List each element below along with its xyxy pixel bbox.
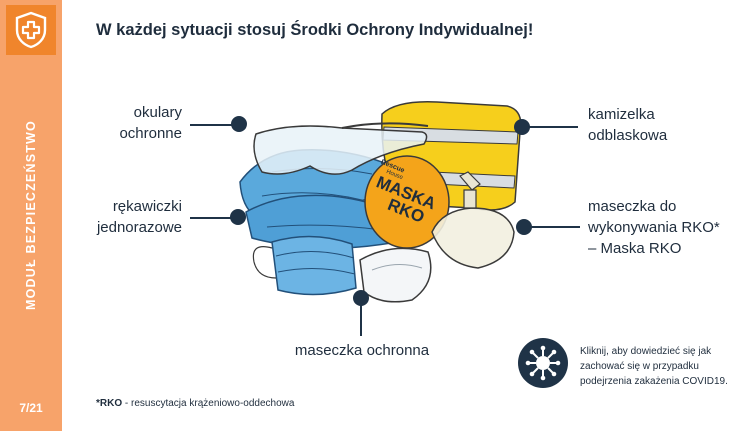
gloves-label-line1: rękawiczki — [112, 198, 182, 215]
vest-label: kamizelka odblaskowa — [588, 104, 667, 146]
vest-label-line2: odblaskowa — [588, 127, 668, 144]
cpr-label-line2: wykonywania RKO* — [588, 219, 720, 236]
gloves-label-line2: jednorazowe — [96, 219, 182, 236]
vest-connector-line — [522, 126, 578, 128]
glasses-label-line2: ochronne — [119, 125, 182, 142]
footnote: *RKO - resuscytacja krążeniowo-oddechowa — [96, 398, 294, 409]
cpr-connector-line — [524, 226, 580, 228]
glasses-label-line1: okulary — [133, 104, 182, 121]
page-number: 7/21 — [19, 401, 43, 415]
cpr-mask-illustration — [431, 171, 515, 269]
covid-info-link[interactable]: Kliknij, aby dowiedzieć się jak zachować… — [580, 346, 728, 387]
sidebar: MODUŁ BEZPIECZEŃSTWO 7/21 — [0, 0, 62, 431]
gloves-connector-line — [190, 217, 238, 219]
glasses-connector-line — [190, 124, 240, 126]
module-label: MODUŁ BEZPIECZEŃSTWO — [24, 120, 38, 310]
footnote-definition: - resuscytacja krążeniowo-oddechowa — [122, 398, 295, 409]
glasses-label: okulary ochronne — [90, 102, 182, 144]
cpr-case-illustration: MASKA RKO Rescue House — [364, 155, 450, 249]
footnote-term: *RKO — [96, 398, 123, 409]
mask-hotspot[interactable] — [353, 290, 369, 306]
gloves-hotspot[interactable] — [230, 209, 246, 225]
covid-info-button[interactable] — [518, 338, 568, 388]
page-title: W każdej sytuacji stosuj Środki Ochrony … — [96, 21, 534, 39]
goggles-illustration — [253, 122, 429, 175]
shield-cross-icon — [6, 5, 56, 55]
cpr-label: maseczka do wykonywania RKO* – Maska RKO — [588, 196, 720, 259]
virus-icon — [525, 345, 561, 381]
ffp2-mask-illustration — [359, 247, 432, 303]
ppe-illustration: MASKA RKO Rescue House — [239, 101, 522, 303]
cpr-label-line3: – Maska RKO — [588, 240, 682, 257]
gloves-label: rękawiczki jednorazowe — [70, 196, 182, 238]
glasses-hotspot[interactable] — [231, 116, 247, 132]
mask-connector-line — [360, 296, 362, 336]
vest-label-line1: kamizelka — [588, 106, 655, 123]
mask-label: maseczka ochronna — [294, 342, 430, 359]
cpr-label-line1: maseczka do — [588, 198, 677, 215]
face-mask-illustration — [252, 235, 357, 296]
